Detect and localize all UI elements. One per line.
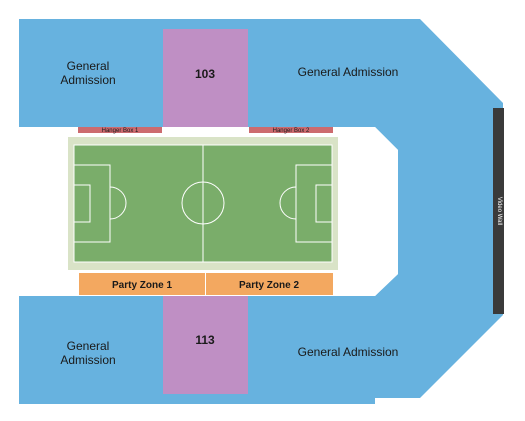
ga-top-left-label-line2: Admission	[60, 73, 115, 87]
ga-top-left-label-line1: General	[67, 59, 110, 73]
party-zone-2[interactable]	[206, 273, 333, 295]
field-markings	[73, 144, 333, 263]
section-113-label: 113	[195, 333, 215, 347]
ga-top-section[interactable]	[19, 19, 503, 398]
section-103-label: 103	[195, 67, 215, 81]
right-goal-box	[315, 184, 333, 223]
hanger-box-1[interactable]	[78, 127, 162, 133]
ga-bottom-left-label-line2: Admission	[60, 353, 115, 367]
left-goal-box	[73, 184, 91, 223]
section-103[interactable]	[163, 29, 248, 127]
video-wall	[493, 108, 504, 314]
party-zone-1-label: Party Zone 1	[112, 280, 172, 291]
ga-bottom-left-label-line1: General	[67, 339, 110, 353]
ga-bottom-right-label: General Admission	[298, 345, 399, 359]
hanger-box-2-label: Hanger Box 2	[273, 128, 310, 134]
party-zone-2-label: Party Zone 2	[239, 280, 299, 291]
center-circle	[181, 181, 225, 225]
hanger-box-2[interactable]	[249, 127, 333, 133]
video-wall-label: Video Wall	[496, 197, 502, 225]
section-113[interactable]	[163, 296, 248, 394]
right-penalty-arc	[279, 186, 297, 220]
left-penalty-arc	[109, 186, 127, 220]
hanger-box-1-label: Hanger Box 1	[102, 128, 139, 134]
ga-top-right-label: General Admission	[298, 65, 399, 79]
party-zone-1[interactable]	[79, 273, 205, 295]
